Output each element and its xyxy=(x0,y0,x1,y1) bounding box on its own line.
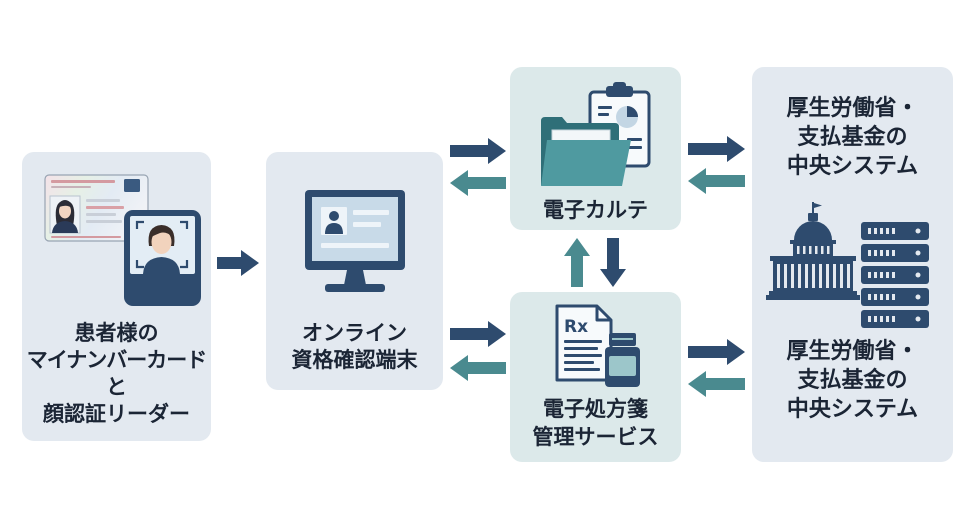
server-unit xyxy=(861,310,929,328)
arrow-e-prescription-to-emr xyxy=(564,238,590,287)
terminal-icons xyxy=(305,190,405,292)
central-system-top-label: 厚生労働省・ 支払基金の 中央システム xyxy=(752,94,953,181)
bottle-label xyxy=(609,356,636,376)
label-line: 厚生労働省・ xyxy=(786,96,919,121)
prescription-document-icon: Rx xyxy=(555,304,613,382)
patient-icons xyxy=(44,174,201,306)
label-line: 患者様の xyxy=(74,321,159,345)
label-line: オンライン xyxy=(302,321,407,345)
label-line: 資格確認端末 xyxy=(291,348,418,372)
label-line: マイナンバーカード xyxy=(26,348,208,372)
label-line: 支払基金の xyxy=(797,125,908,150)
arrow-patient-to-terminal xyxy=(217,250,259,276)
flag xyxy=(814,203,822,208)
government-building-icon xyxy=(766,202,860,300)
label-line: と xyxy=(106,375,127,399)
monitor-stand xyxy=(344,270,366,285)
drum-columns xyxy=(797,246,830,254)
dome xyxy=(794,221,832,240)
card-photo xyxy=(49,195,81,234)
server-unit xyxy=(861,266,929,284)
id-card-icon xyxy=(44,174,149,242)
emr-label: 電子カルテ xyxy=(510,196,681,224)
arrow-terminal-to-e-prescription xyxy=(450,321,506,347)
label-line: 支払基金の xyxy=(797,368,908,393)
arrow-emr-to-central-system xyxy=(688,136,745,162)
central-system-node: 厚生労働省・ 支払基金の 中央システム xyxy=(752,67,953,462)
central-icons xyxy=(766,202,929,328)
arrow-emr-to-e-prescription xyxy=(600,238,626,287)
rx-symbol: Rx xyxy=(564,317,588,337)
label-line: 顔認証リーダー xyxy=(43,402,190,426)
medicine-bottle-icon xyxy=(605,333,640,387)
arrow-e-prescription-to-terminal xyxy=(450,355,506,381)
face-recognition-reader-icon xyxy=(124,210,201,306)
flag-pole xyxy=(812,202,814,214)
label-line: 厚生労働省・ xyxy=(786,339,919,364)
server-unit xyxy=(861,222,929,240)
server-unit xyxy=(861,244,929,262)
label-line: 中央システム xyxy=(786,397,919,422)
erx-label: 電子処方箋 管理サービス xyxy=(510,395,681,451)
label-line: 電子カルテ xyxy=(543,198,648,222)
label-line: 管理サービス xyxy=(532,425,659,449)
monitor-base xyxy=(325,284,385,292)
arrow-e-prescription-to-central-system xyxy=(688,339,745,365)
central-system-bottom-label: 厚生労働省・ 支払基金の 中央システム xyxy=(752,337,953,424)
arrow-central-system-to-emr xyxy=(688,168,745,194)
arrow-terminal-to-emr xyxy=(450,138,506,164)
building-steps xyxy=(766,295,860,300)
server-unit xyxy=(861,288,929,306)
folder-icon xyxy=(541,117,631,186)
terminal-label: オンライン 資格確認端末 xyxy=(266,320,443,374)
e-prescription-service-node: Rx 電子処方箋 管理サービス xyxy=(510,292,681,462)
monitor-icon xyxy=(305,190,405,292)
card-chip xyxy=(124,179,140,192)
patient-card-reader-node: 患者様の マイナンバーカード と 顔認証リーダー xyxy=(22,152,211,441)
label-line: 中央システム xyxy=(786,154,919,179)
face-frame-brackets xyxy=(135,220,189,269)
online-verification-terminal-node: オンライン 資格確認端末 xyxy=(266,152,443,390)
erx-icons: Rx xyxy=(555,304,640,387)
arrow-central-system-to-e-prescription xyxy=(688,371,745,397)
label-line: 電子処方箋 xyxy=(543,397,648,421)
patient-label: 患者様の マイナンバーカード と 顔認証リーダー xyxy=(22,320,211,428)
server-stack-icon xyxy=(861,222,929,328)
building-columns xyxy=(777,264,850,288)
emr-icons xyxy=(541,82,651,186)
electronic-medical-record-node: 電子カルテ xyxy=(510,67,681,230)
arrow-emr-to-terminal xyxy=(450,170,506,196)
